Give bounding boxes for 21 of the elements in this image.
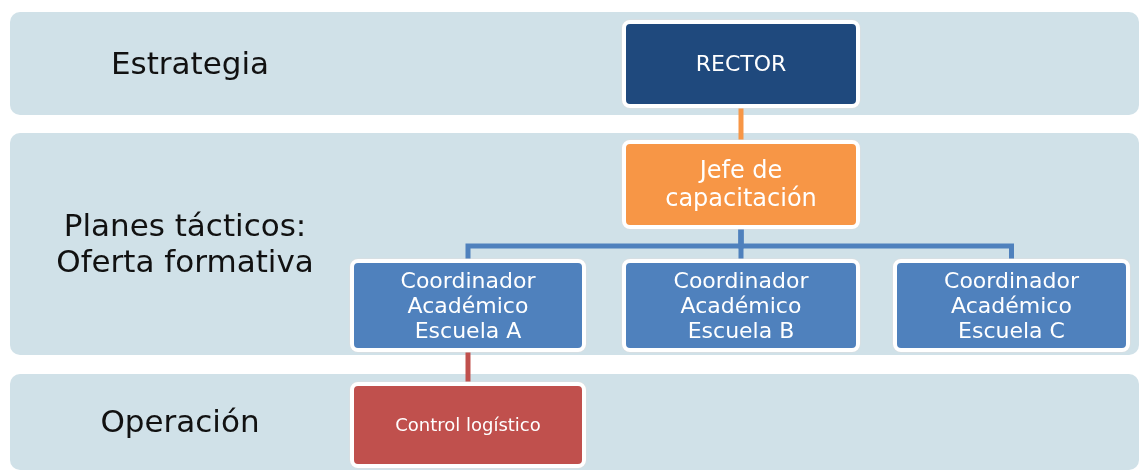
box-label: Coordinador Académico Escuela C	[943, 267, 1080, 344]
org-box	[893, 259, 1130, 352]
level-label: Planes tácticos: Oferta formativa	[55, 206, 315, 281]
box-label: Jefe de capacitación	[664, 156, 818, 213]
level-label: Operación	[99, 402, 261, 442]
connector-line	[465, 352, 471, 382]
box-label: Control logístico	[395, 414, 541, 436]
org-box	[622, 140, 860, 229]
org-box	[622, 259, 860, 352]
box-label: RECTOR	[695, 51, 787, 77]
org-box	[350, 259, 586, 352]
connector-line	[738, 229, 1014, 259]
box-label: Coordinador Académico Escuela B	[672, 267, 810, 344]
level-band	[10, 133, 1139, 355]
connector-line	[738, 108, 744, 140]
org-box	[622, 20, 860, 108]
level-band	[10, 374, 1139, 470]
level-label: Estrategia	[109, 43, 271, 83]
box-label: Coordinador Académico Escuela A	[399, 267, 537, 344]
level-band	[10, 12, 1139, 115]
org-box	[350, 382, 586, 468]
